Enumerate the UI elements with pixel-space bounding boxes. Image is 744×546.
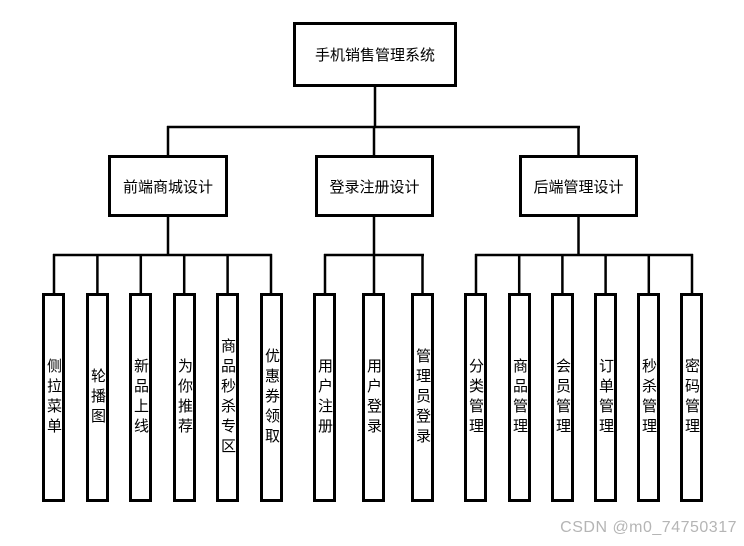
leaf-node-password-mgmt: 密码管理	[680, 293, 703, 502]
leaf-node-coupon-claim: 优惠券领取	[260, 293, 283, 502]
leaf-node-flash-sale-zone: 商品秒杀专区	[216, 293, 239, 502]
leaf-node-new-products: 新品上线	[129, 293, 152, 502]
branch-node-login-register: 登录注册设计	[315, 155, 434, 217]
root-node: 手机销售管理系统	[293, 22, 457, 87]
leaf-node-order-mgmt: 订单管理	[594, 293, 617, 502]
leaf-node-user-login: 用户登录	[362, 293, 385, 502]
branch-node-frontend-mall: 前端商城设计	[108, 155, 228, 217]
leaf-node-admin-login: 管理员登录	[411, 293, 434, 502]
leaf-node-category-mgmt: 分类管理	[464, 293, 487, 502]
csdn-watermark: CSDN @m0_74750317	[560, 519, 737, 536]
leaf-node-seckill-mgmt: 秒杀管理	[637, 293, 660, 502]
leaf-node-product-mgmt: 商品管理	[508, 293, 531, 502]
leaf-node-user-register: 用户注册	[313, 293, 336, 502]
leaf-node-side-menu: 侧拉菜单	[42, 293, 65, 502]
leaf-node-carousel: 轮播图	[86, 293, 109, 502]
leaf-node-member-mgmt: 会员管理	[551, 293, 574, 502]
leaf-node-recommended: 为你推荐	[173, 293, 196, 502]
branch-node-backend-admin: 后端管理设计	[519, 155, 638, 217]
